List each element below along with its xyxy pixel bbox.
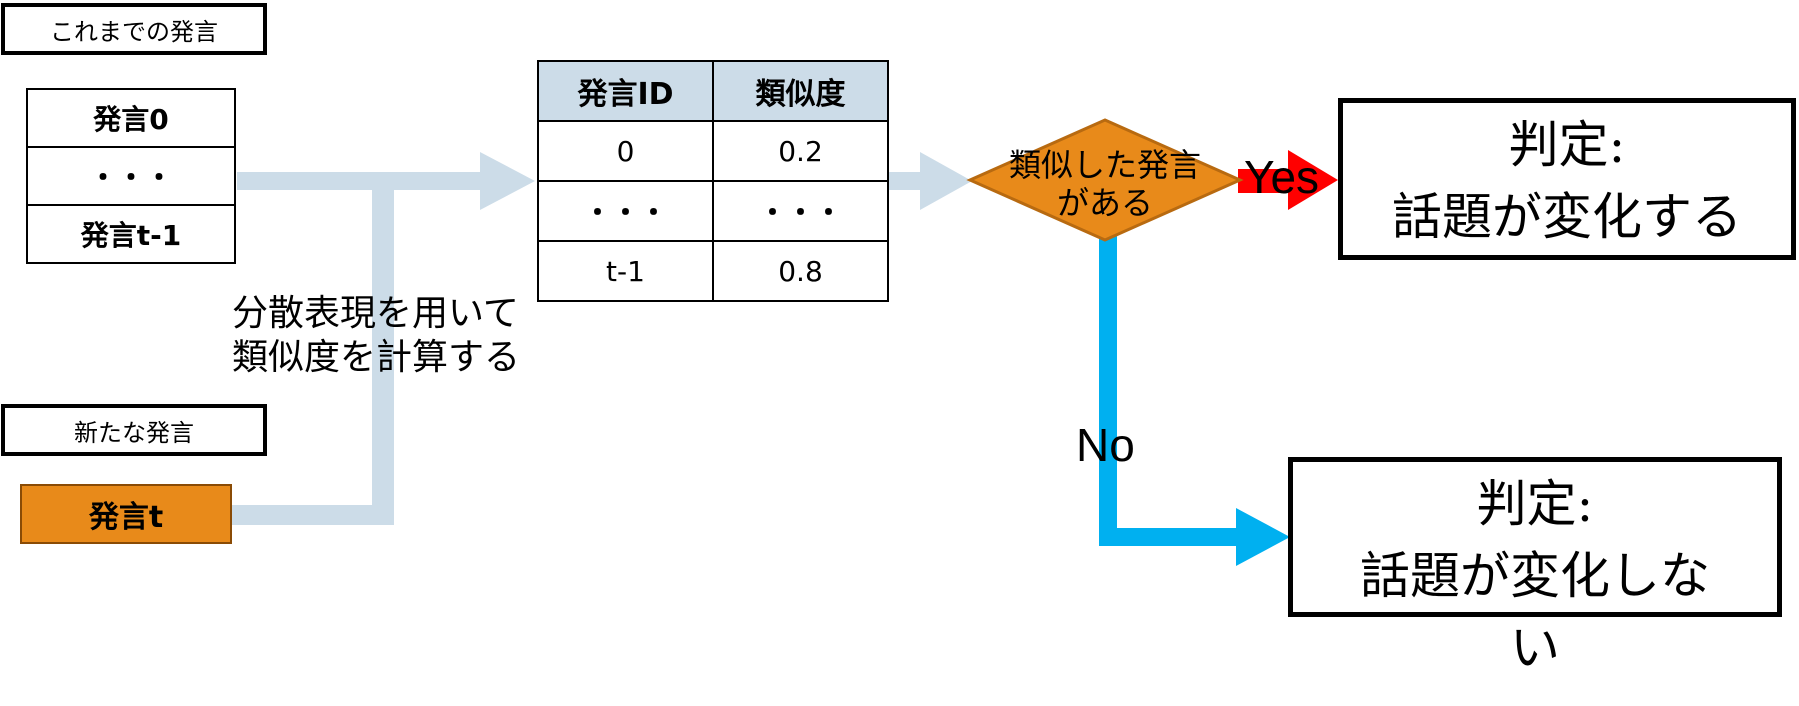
yes-label-text: Yes <box>1244 151 1320 203</box>
table-row: 0 0.2 <box>537 120 889 182</box>
result-unchanged-line: 話題が変化しな <box>1360 547 1710 605</box>
history-table: 発言0 ・・・ 発言t-1 <box>26 88 236 264</box>
new-utterance-cell-text: 発言t <box>88 500 164 535</box>
yes-label: Yes <box>1244 150 1319 204</box>
table-cell: 0.8 <box>712 240 889 302</box>
similarity-note-line: 類似度を計算する <box>232 337 521 378</box>
table-to-decision-arrow <box>888 152 972 210</box>
history-label-text: これまでの発言 <box>50 17 218 46</box>
table-cell: t-1 <box>537 240 714 302</box>
table-row: ・・・ <box>26 146 236 206</box>
history-to-table-arrow <box>237 152 535 210</box>
result-changed: 判定: 話題が変化する <box>1338 98 1796 260</box>
table-row: t-1 0.8 <box>537 240 889 302</box>
result-changed-line: 話題が変化する <box>1392 188 1742 246</box>
history-label: これまでの発言 <box>1 3 267 55</box>
result-unchanged-line: 判定: <box>1476 475 1594 533</box>
similarity-table: 発言ID 類似度 0 0.2 ・・・ ・・・ t-1 0.8 <box>537 60 889 302</box>
history-cell: ・・・ <box>26 146 236 206</box>
decision-text-line: 類似した発言 <box>1008 146 1201 184</box>
decision-diamond <box>966 118 1244 242</box>
similarity-note-line: 分散表現を用いて <box>232 293 519 334</box>
no-label-text: No <box>1076 419 1135 471</box>
table-row: 発言0 <box>26 88 236 148</box>
column-header: 類似度 <box>712 60 889 122</box>
table-row: ・・・ ・・・ <box>537 180 889 242</box>
yes-arrow <box>1238 150 1338 210</box>
new-utterance-connector <box>232 181 394 525</box>
decision-text: 類似した発言 がある <box>975 146 1235 222</box>
table-cell: ・・・ <box>712 180 889 242</box>
result-changed-line: 判定: <box>1508 116 1626 174</box>
history-cell: 発言0 <box>26 88 236 148</box>
new-utterance-label: 新たな発言 <box>1 404 267 456</box>
column-header: 発言ID <box>537 60 714 122</box>
table-cell: 0.2 <box>712 120 889 182</box>
new-utterance-cell: 発言t <box>20 484 232 544</box>
history-cell: 発言t-1 <box>26 204 236 264</box>
result-unchanged-overflow-text: い <box>1510 619 1560 677</box>
result-unchanged: 判定: 話題が変化しな <box>1288 457 1782 617</box>
similarity-note: 分散表現を用いて 類似度を計算する <box>232 292 520 380</box>
no-label: No <box>1076 418 1135 472</box>
table-row: 発言t-1 <box>26 204 236 264</box>
table-header-row: 発言ID 類似度 <box>537 60 889 122</box>
new-utterance-label-text: 新たな発言 <box>74 418 194 447</box>
no-arrow <box>1099 236 1290 566</box>
table-cell: 0 <box>537 120 714 182</box>
table-cell: ・・・ <box>537 180 714 242</box>
decision-text-line: がある <box>1056 184 1153 222</box>
result-unchanged-overflow: い <box>1288 612 1782 684</box>
